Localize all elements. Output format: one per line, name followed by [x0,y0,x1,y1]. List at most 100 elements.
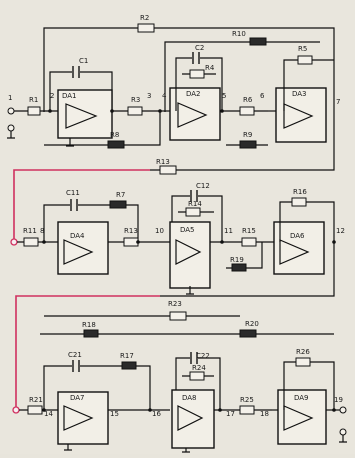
wire-c21-r17 [43,365,151,410]
opamp-da2 [169,87,221,141]
label-r14: R14 [188,200,202,208]
label-da1: DA1 [62,92,77,100]
label-r3: R3 [131,96,140,104]
junction-dot [158,109,162,113]
label-r15: R15 [242,227,256,235]
junction-dot [148,408,152,412]
label-node-17: 17 [226,410,235,418]
node-11-terminal [10,238,18,246]
opamp-da5-triangle [175,239,202,265]
label-r18: R18 [82,321,96,329]
label-node-2: 2 [50,92,54,100]
wire-r19 [226,242,263,269]
label-node-1: 1 [8,94,12,102]
junction-dot [218,408,222,412]
resistor-r25 [239,405,255,415]
label-da4: DA4 [70,232,85,240]
label-r10: R10 [232,30,246,38]
resistor-r10 [249,37,267,46]
wire-c11-r7 [43,204,139,242]
junction-dot [42,408,46,412]
label-r16: R16 [293,188,307,196]
opamp-da8-triangle [177,405,204,431]
opamp-da8 [171,389,215,449]
label-r5: R5 [298,45,307,53]
junction-dot [332,240,336,244]
resistor-r16 [291,197,307,207]
label-c12: C12 [196,182,210,190]
red-wire-link-2 [15,295,160,410]
label-node-18: 18 [260,410,269,418]
label-c21: C21 [68,351,82,359]
label-r17: R17 [120,352,134,360]
label-node-14: 14 [44,410,53,418]
resistor-r13 [159,165,177,175]
label-r13: R13 [156,158,170,166]
label-node-4: 4 [162,92,167,100]
label-da8: DA8 [182,394,197,402]
opamp-da7 [57,391,109,445]
label-c2: C2 [195,44,204,52]
label-r11: R11 [23,227,37,235]
resistor-r1 [27,106,41,116]
resistor-r21 [27,405,43,415]
junction-dot [220,109,224,113]
label-da3: DA3 [292,90,307,98]
opamp-da3-triangle [283,103,314,129]
label-r25: R25 [240,396,254,404]
node-19-ground [339,428,347,436]
opamp-da1-triangle [65,103,98,129]
resistor-r7 [109,200,127,209]
ground-da8 [182,448,190,453]
feedback-wire-r10 [164,41,320,112]
label-node-8: 8 [40,227,44,235]
junction-dot [42,240,46,244]
wire-r5 [283,59,334,111]
wire-row-link [160,242,335,297]
label-r6: R6 [243,96,253,104]
opamp-da9-triangle [283,405,314,431]
label-node-19: 19 [334,396,343,404]
resistor-r5 [297,55,313,65]
label-da5: DA5 [180,226,195,234]
label-node-12: 12 [336,227,345,235]
label-r21: R21 [29,396,43,404]
resistor-r18 [83,329,99,338]
ground-da5 [186,286,194,295]
feedback-wire-r2 [43,27,335,112]
label-c22: C22 [196,352,210,360]
label-da9: DA9 [294,394,309,402]
label-r24: R24 [192,364,206,372]
label-node-16: 16 [152,410,161,418]
wire-r26 [283,361,335,410]
opamp-da9 [277,389,327,445]
resistor-r20 [239,329,257,338]
label-node-11: 11 [224,227,233,235]
resistor-r23 [169,311,187,321]
resistor-r24 [189,371,205,381]
label-da6: DA6 [290,232,305,240]
node-1-ground [7,124,15,132]
label-c1: C1 [79,57,88,65]
resistor-r14 [185,207,201,217]
opamp-da2-triangle [177,102,208,128]
ground-da1 [66,138,74,147]
resistor-r8 [107,140,125,149]
resistor-r2 [137,23,155,33]
ground-da7 [64,444,72,451]
opamp-da4-triangle [63,239,94,265]
resistor-r19 [231,263,247,272]
resistor-r26 [295,357,311,367]
label-node-10: 10 [155,227,164,235]
opamp-da7-triangle [63,405,94,431]
label-node-15: 15 [110,410,119,418]
label-node-7: 7 [336,98,340,106]
label-r2: R2 [140,14,149,22]
label-da7: DA7 [70,394,85,402]
wire-r13 [150,112,335,171]
opamp-da6-triangle [279,239,310,265]
junction-dot [332,408,336,412]
ground-symbol-19 [339,435,347,443]
opamp-da5 [169,221,211,289]
